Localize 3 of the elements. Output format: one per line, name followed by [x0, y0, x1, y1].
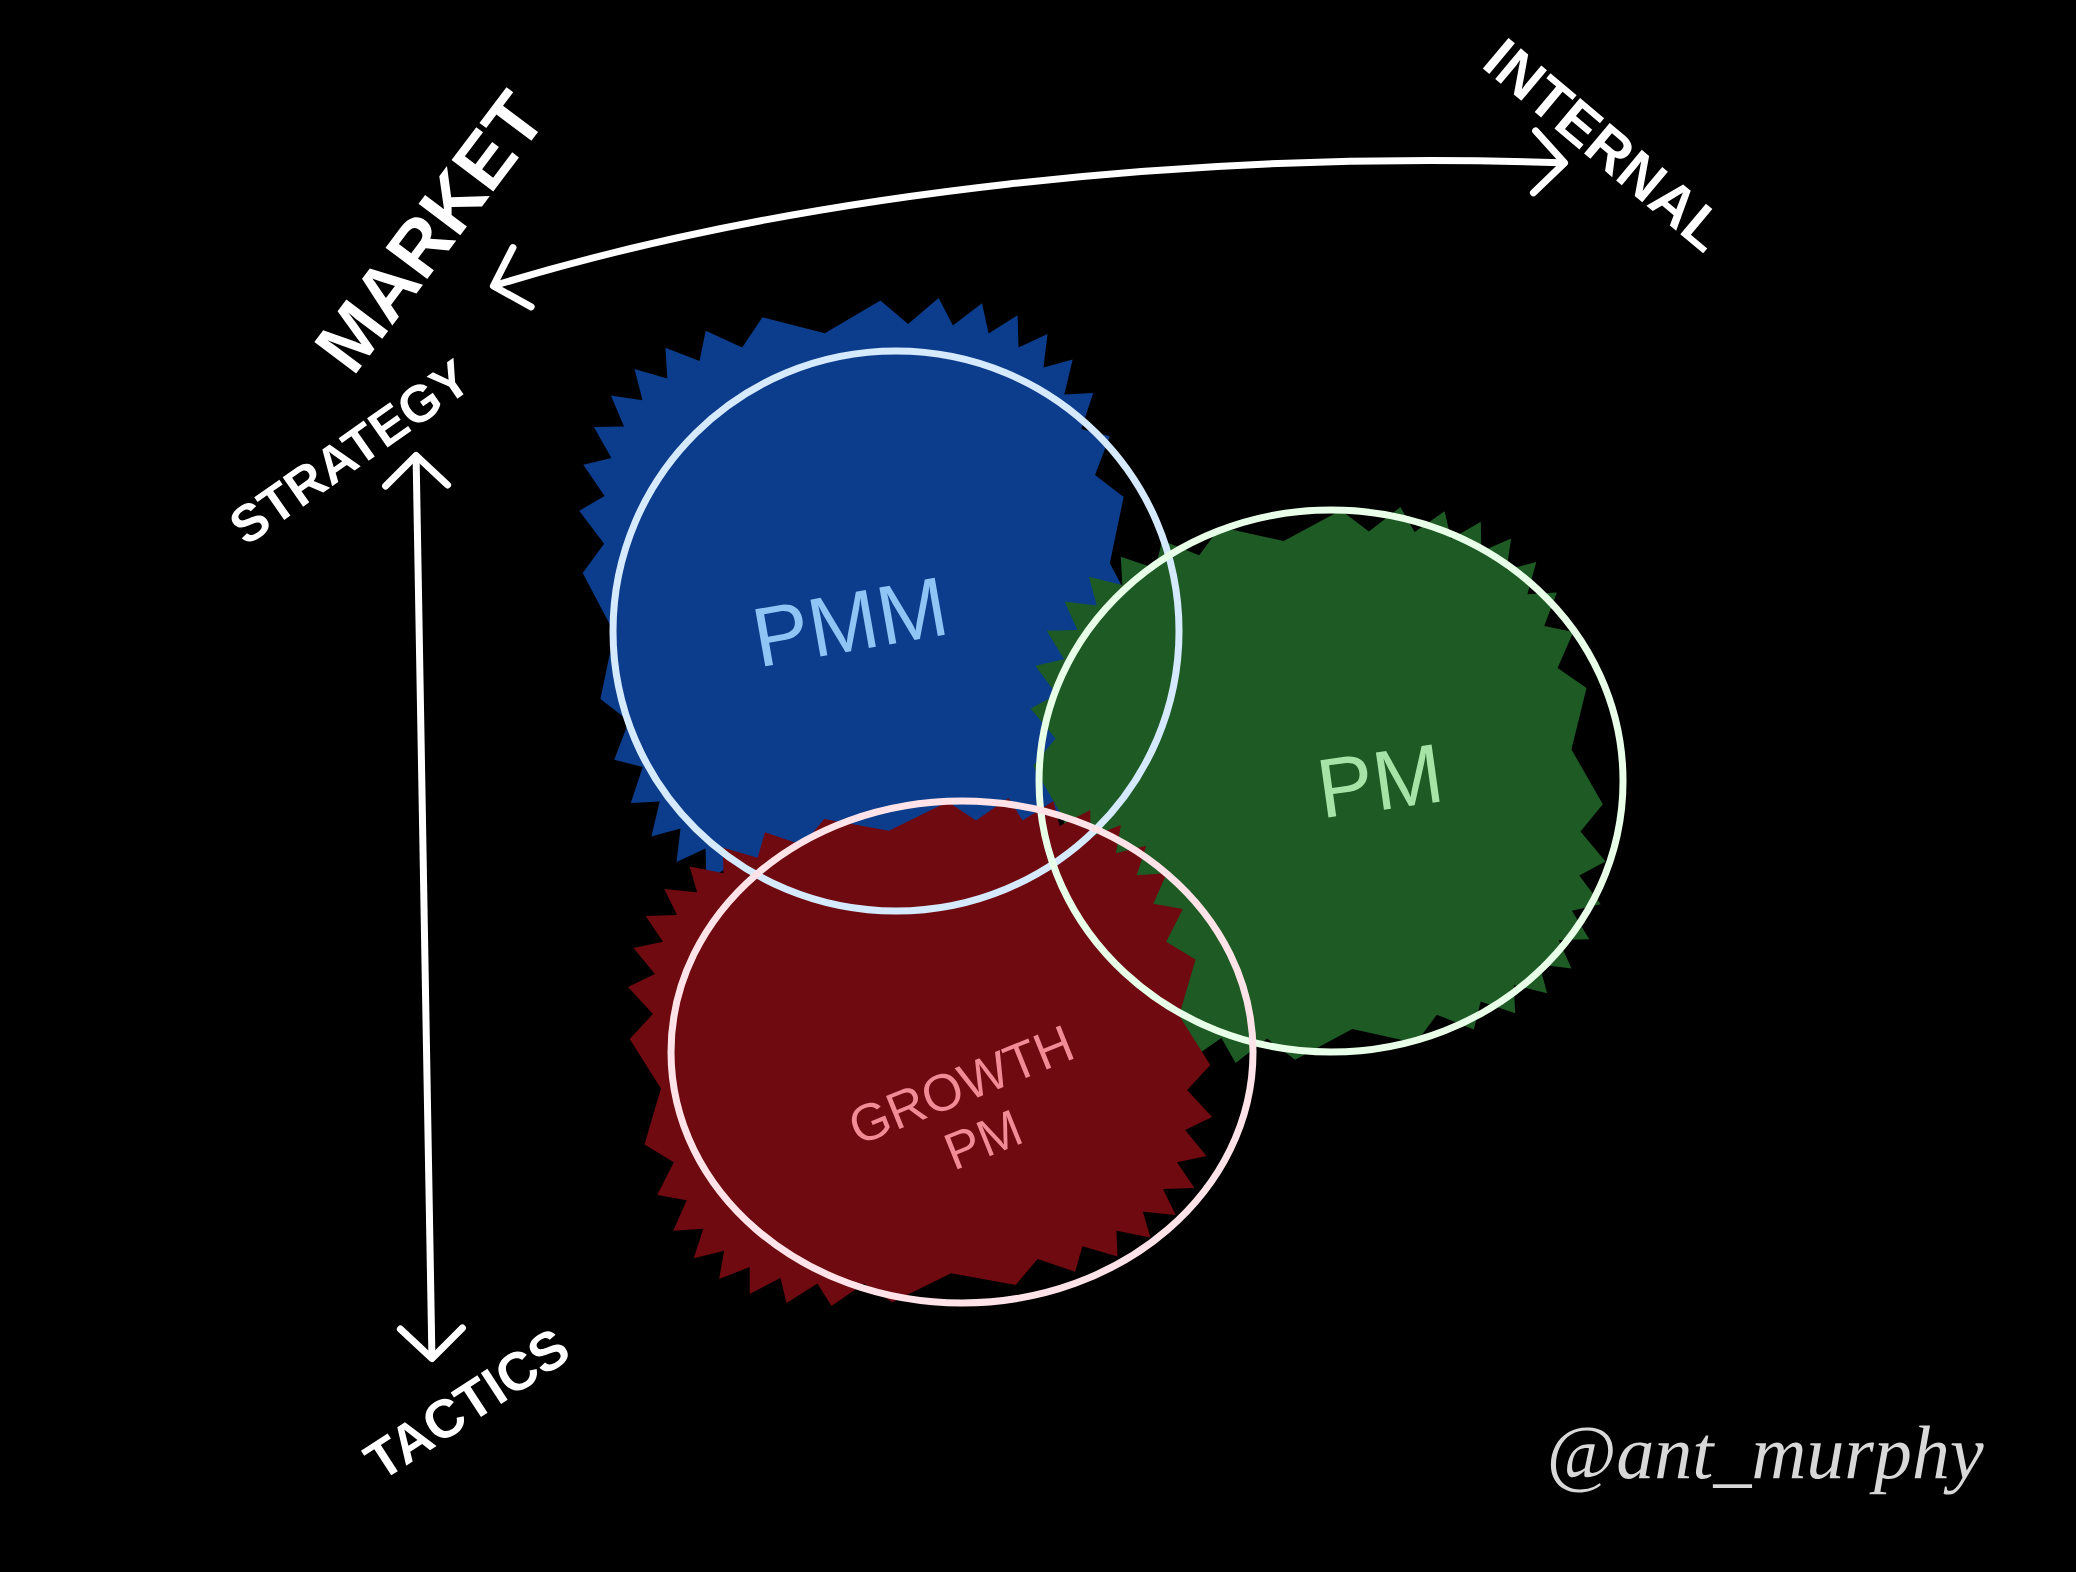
double-arrow: [382, 452, 466, 1362]
double-arrow: [489, 127, 1568, 311]
signature: @ant_murphy: [1550, 1425, 1984, 1495]
